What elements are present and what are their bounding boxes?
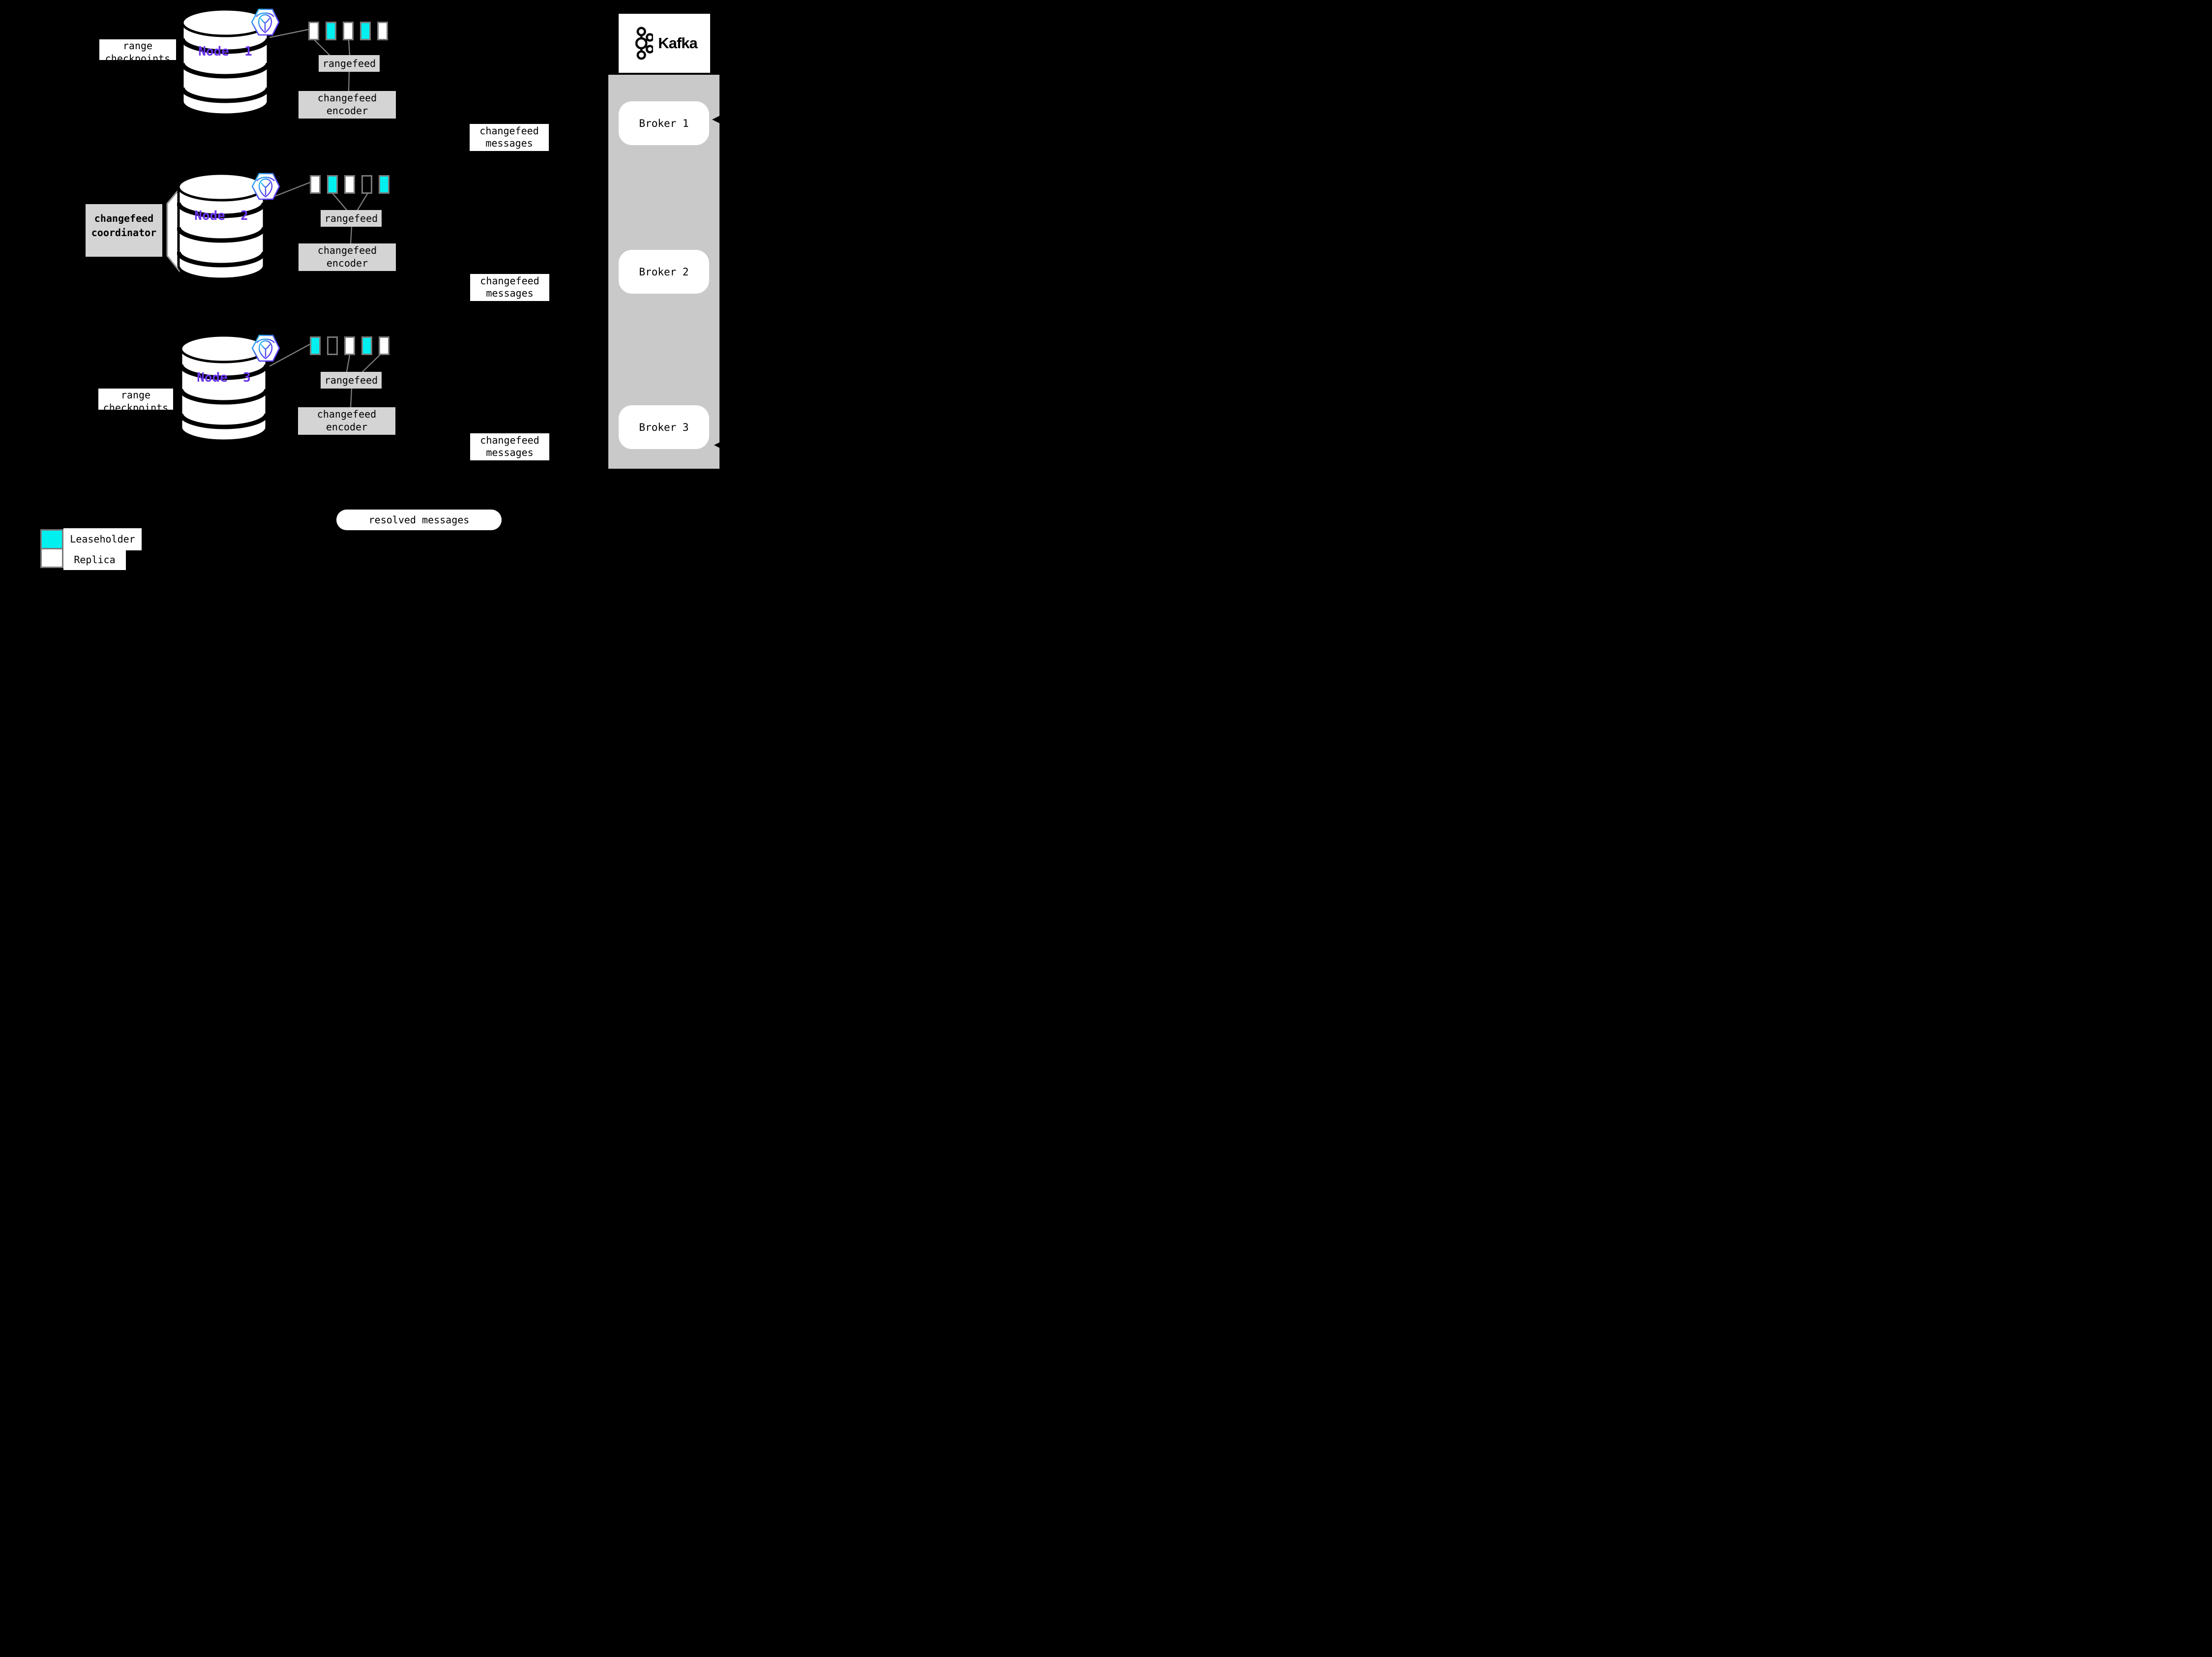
range-square [360, 22, 371, 40]
range-square [344, 336, 355, 355]
cockroachdb-icon [251, 8, 280, 36]
kafka-logo-icon [635, 27, 654, 60]
changefeed-messages-label-2: changefeed messages [470, 274, 549, 301]
range-square [379, 336, 389, 355]
messages-line: messages [486, 287, 534, 299]
range-square [361, 336, 372, 355]
broker-1-box: Broker 1 [619, 101, 709, 145]
encoder-line: encoder [326, 105, 368, 117]
annotation-line: range [122, 40, 153, 52]
broker-2-box: Broker 2 [619, 250, 709, 294]
range-checkpoints-label-node3: range checkpoints [98, 389, 173, 410]
annotation-line: checkpoints [103, 402, 169, 410]
range-square [379, 175, 389, 194]
encoder-line: changefeed [317, 244, 377, 256]
changefeed-architecture-diagram: range checkpoints Node 1 rangefeed chang… [0, 0, 771, 577]
encoder-line: changefeed [317, 92, 377, 104]
changefeed-messages-label-3: changefeed messages [470, 433, 549, 460]
kafka-header-box: Kafka [619, 14, 710, 73]
messages-line: changefeed [480, 275, 539, 287]
encoder-line: changefeed [317, 408, 377, 420]
range-square [327, 175, 338, 194]
range-square [326, 22, 336, 40]
kafka-title: Kafka [658, 34, 697, 52]
encoder-line: encoder [326, 421, 368, 433]
legend-leaseholder-label: Leaseholder [63, 528, 142, 550]
legend-replica-label: Replica [63, 550, 126, 570]
messages-line: messages [485, 137, 533, 149]
cockroachdb-icon [251, 334, 280, 362]
range-square [310, 336, 321, 355]
broker-3-box: Broker 3 [619, 405, 709, 449]
messages-line: changefeed [480, 434, 539, 446]
database-cylinder-node3 [179, 334, 268, 442]
cockroachdb-icon [251, 173, 280, 200]
rangefeed-box-node1: rangefeed [319, 55, 380, 72]
annotation-line: range [120, 389, 151, 401]
changefeed-encoder-box-node3: changefeed encoder [298, 407, 395, 435]
changefeed-coordinator-box: changefeed coordinator [86, 204, 162, 257]
node-title: Node 1 [198, 44, 252, 59]
range-square [361, 175, 372, 194]
range-square [343, 22, 354, 40]
resolved-messages-pill: resolved messages [336, 510, 502, 530]
rangefeed-box-node3: rangefeed [321, 372, 382, 389]
coordinator-line: changefeed [94, 212, 154, 224]
messages-line: changefeed [479, 125, 539, 137]
range-square [377, 22, 388, 40]
changefeed-encoder-box-node2: changefeed encoder [299, 243, 396, 271]
annotation-line: checkpoints [105, 53, 171, 60]
node-title: Node 2 [194, 209, 248, 223]
changefeed-messages-label-1: changefeed messages [470, 124, 549, 151]
rangefeed-box-node2: rangefeed [321, 210, 382, 227]
range-square [310, 175, 321, 194]
node-title: Node 3 [197, 370, 251, 385]
range-square [308, 22, 319, 40]
range-checkpoints-label-node1: range checkpoints [99, 39, 176, 60]
database-cylinder-node1 [181, 8, 269, 116]
messages-line: messages [486, 447, 534, 458]
range-square [344, 175, 355, 194]
coordinator-line: coordinator [91, 227, 157, 239]
changefeed-encoder-box-node1: changefeed encoder [299, 91, 396, 119]
legend-replica-swatch [40, 548, 63, 568]
encoder-line: encoder [326, 257, 368, 269]
legend-leaseholder-swatch [40, 529, 63, 549]
range-square [327, 336, 338, 355]
